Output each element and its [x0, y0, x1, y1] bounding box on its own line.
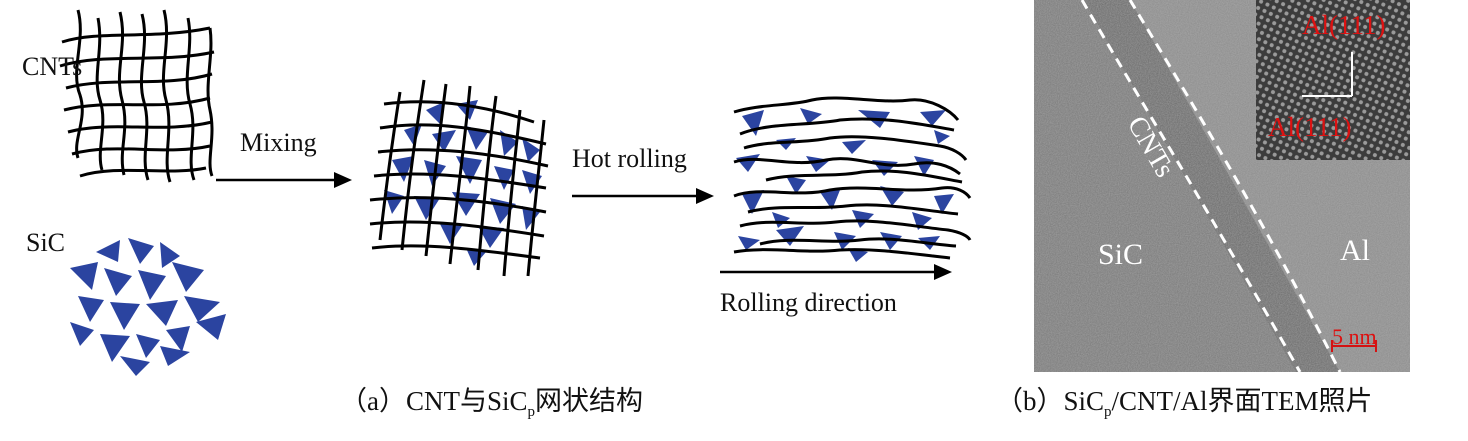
- caption-a-prefix: （a）CNT与SiC: [340, 386, 528, 416]
- caption-a: （a）CNT与SiCp网状结构: [340, 388, 643, 420]
- sic-label: SiC: [26, 228, 66, 257]
- tem-al-label: Al: [1340, 234, 1370, 267]
- caption-b-sub: p: [1104, 404, 1112, 420]
- hrtem-inset: [1256, 0, 1410, 160]
- hot-rolling-arrow: [572, 188, 714, 204]
- plane-label-1: Al(111): [1302, 10, 1386, 40]
- caption-a-sub: p: [527, 404, 536, 420]
- caption-b-prefix: （b）SiC: [996, 386, 1105, 416]
- scale-bar: [1331, 340, 1377, 352]
- mixed-network: [369, 79, 549, 277]
- interface-line-1: [1080, 0, 1302, 372]
- scale-label: 5 nm: [1332, 324, 1377, 349]
- rolled-structure: [733, 96, 972, 262]
- caption-b: （b）SiCp/CNT/Al界面TEM照片: [996, 388, 1373, 420]
- sic-particles: [70, 238, 226, 376]
- interface-line-2: [1128, 0, 1342, 372]
- mixing-label: Mixing: [240, 128, 317, 157]
- cnt-network: [59, 9, 215, 183]
- tem-sic-label: SiC: [1098, 238, 1144, 271]
- cnts-label: CNTs: [22, 52, 83, 81]
- plane-label-2: Al(111): [1268, 112, 1352, 142]
- tem-image: SiC CNTs Al Al(111) Al(111) 5 nm: [1034, 0, 1410, 372]
- mixing-arrow: [216, 172, 352, 188]
- rolling-direction-arrow: [720, 264, 952, 280]
- tem-texture: [1034, 0, 1410, 372]
- hot-rolling-label: Hot rolling: [572, 144, 687, 173]
- caption-a-suffix: 网状结构: [535, 386, 644, 416]
- rolling-direction-label: Rolling direction: [720, 288, 897, 317]
- caption-b-suffix: /CNT/Al界面TEM照片: [1111, 386, 1373, 416]
